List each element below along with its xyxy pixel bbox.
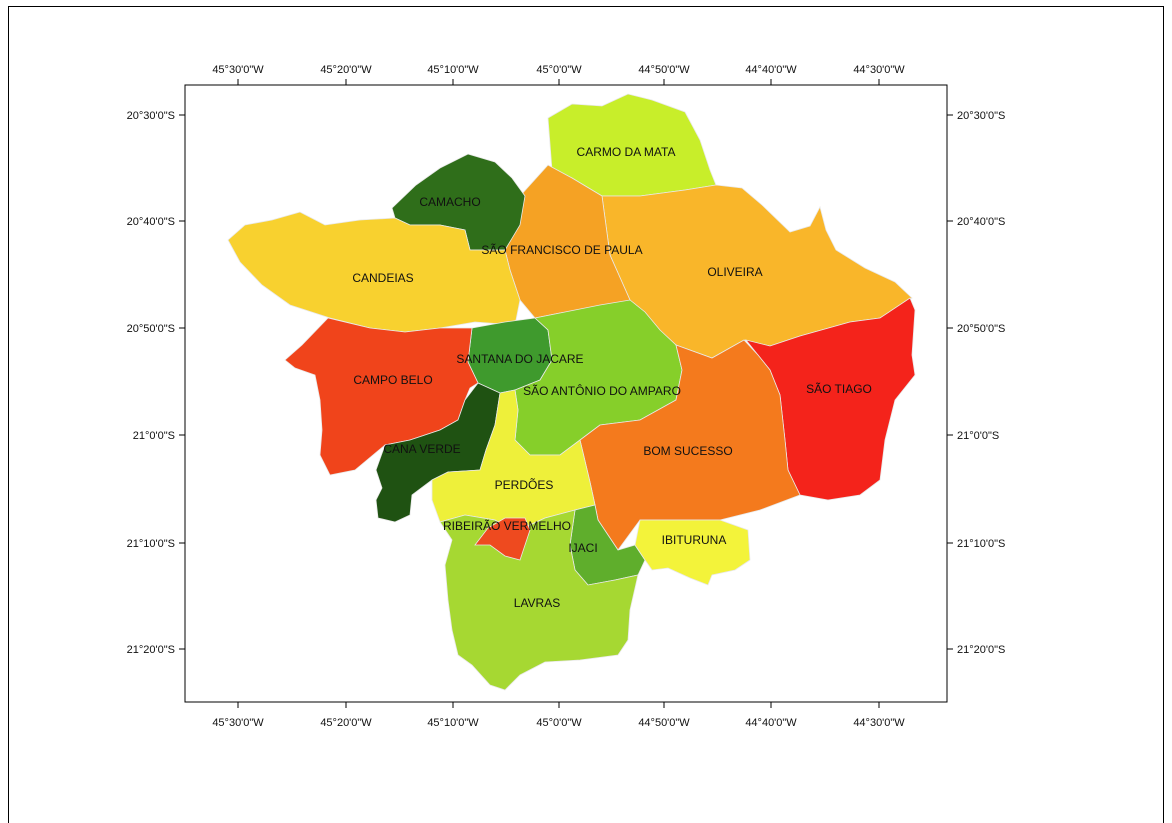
label-bom-sucesso: BOM SUCESSO: [643, 444, 732, 458]
region-candeias[interactable]: [227, 211, 521, 333]
region-label-layer: CARMO DA MATA CAMACHO SÃO FRANCISCO DE P…: [352, 145, 872, 610]
lat-label-right: 20°40'0"S: [957, 216, 1005, 228]
lon-label-top: 45°20'0"W: [320, 64, 372, 76]
lat-label-right: 20°30'0"S: [957, 110, 1005, 122]
lon-label-bottom: 45°30'0"W: [212, 717, 264, 729]
lon-label-bottom: 45°0'0"W: [536, 717, 582, 729]
region-layer: [227, 93, 916, 691]
label-sao-tiago: SÃO TIAGO: [806, 382, 872, 396]
lon-label-top: 44°30'0"W: [853, 64, 905, 76]
lat-label-right: 20°50'0"S: [957, 323, 1005, 335]
label-lavras: LAVRAS: [514, 596, 560, 610]
lat-label-right: 21°0'0"S: [957, 430, 999, 442]
label-ibituruna: IBITURUNA: [662, 533, 727, 547]
region-lavras[interactable]: [439, 509, 639, 691]
lon-label-top: 44°40'0"W: [745, 64, 797, 76]
lat-label-left: 21°0'0"S: [133, 430, 175, 442]
lon-label-top: 45°10'0"W: [427, 64, 479, 76]
label-santana-do-jacare: SANTANA DO JACARE: [456, 352, 583, 366]
lon-label-top: 45°0'0"W: [536, 64, 582, 76]
lon-label-bottom: 45°10'0"W: [427, 717, 479, 729]
label-sao-antonio-do-amparo: SÃO ANTÔNIO DO AMPARO: [523, 383, 681, 398]
label-carmo-da-mata: CARMO DA MATA: [577, 145, 676, 159]
label-sao-francisco-de-paula: SÃO FRANCISCO DE PAULA: [481, 243, 642, 257]
label-camacho: CAMACHO: [419, 195, 480, 209]
label-campo-belo: CAMPO BELO: [353, 373, 432, 387]
lon-label-bottom: 44°40'0"W: [745, 717, 797, 729]
lon-label-top: 44°50'0"W: [638, 64, 690, 76]
graticule-layer: 45°30'0"W 45°30'0"W 45°20'0"W 45°20'0"W 45°1…: [127, 64, 1006, 729]
lat-label-left: 20°40'0"S: [127, 216, 175, 228]
region-ibituruna[interactable]: [634, 519, 751, 586]
lat-label-left: 21°10'0"S: [127, 538, 175, 550]
lat-label-left: 20°30'0"S: [127, 110, 175, 122]
region-ribeirao-vermelho[interactable]: [474, 517, 531, 561]
lon-label-top: 45°30'0"W: [212, 64, 264, 76]
page-frame: [8, 6, 1164, 823]
label-cana-verde: CANA VERDE: [383, 442, 460, 456]
lon-label-bottom: 45°20'0"W: [320, 717, 372, 729]
label-perdoes: PERDÕES: [495, 477, 554, 492]
label-ribeirao-vermelho: RIBEIRÃO VERMELHO: [443, 519, 571, 533]
lat-label-left: 21°20'0"S: [127, 644, 175, 656]
lat-label-left: 20°50'0"S: [127, 323, 175, 335]
label-oliveira: OLIVEIRA: [707, 265, 762, 279]
lon-label-bottom: 44°30'0"W: [853, 717, 905, 729]
label-candeias: CANDEIAS: [352, 271, 413, 285]
lat-label-right: 21°20'0"S: [957, 644, 1005, 656]
lon-label-bottom: 44°50'0"W: [638, 717, 690, 729]
lat-label-right: 21°10'0"S: [957, 538, 1005, 550]
label-ijaci: IJACI: [568, 541, 597, 555]
